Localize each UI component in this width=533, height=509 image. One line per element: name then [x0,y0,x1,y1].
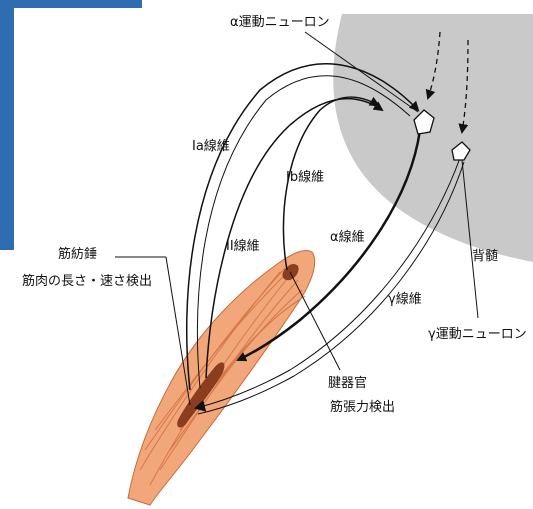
label-alpha-motor-neuron: α運動ニューロン [230,15,330,30]
descending-dash-1 [425,31,441,100]
slide-frame-left [0,0,14,250]
leader-tendon [289,271,341,371]
label-spinal-cord: 背髄 [472,249,499,264]
leader-alpha-neuron [304,31,419,113]
alpha-motor-neuron-cell [413,109,435,135]
label-tendon-organ-desc: 筋張力検出 [330,400,396,415]
label-tendon-organ-name: 腱器官 [328,376,368,391]
spinal-cord-shape [333,14,533,262]
ia-fiber-outline [196,75,411,389]
leader-spindle-2 [165,256,191,406]
label-ia-fiber: Ia線維 [192,139,230,154]
ia-fiber [185,63,420,391]
gamma-fiber [194,157,461,412]
label-ii-fiber: II線維 [226,239,260,254]
descending-dash-2 [458,39,469,134]
slide-frame-top [0,0,142,8]
leader-gamma-neuron [461,159,479,319]
label-spindle-desc: 筋肉の長さ・速さ検出 [22,274,153,289]
label-ib-fiber: Ib線維 [286,170,325,185]
muscle-spindle [177,362,225,428]
gamma-motor-neuron-cell [451,141,471,161]
label-gamma-motor-neuron: γ運動ニューロン [428,327,527,342]
muscle [127,249,316,506]
ib-fiber [282,96,380,271]
ii-fiber [205,97,384,379]
label-alpha-fiber: α線維 [330,230,365,245]
gamma-fiber-outline [197,161,465,415]
alpha-fiber [236,129,422,362]
label-spindle-name: 筋紡錘 [58,247,98,262]
label-gamma-fiber: γ線維 [388,292,422,307]
